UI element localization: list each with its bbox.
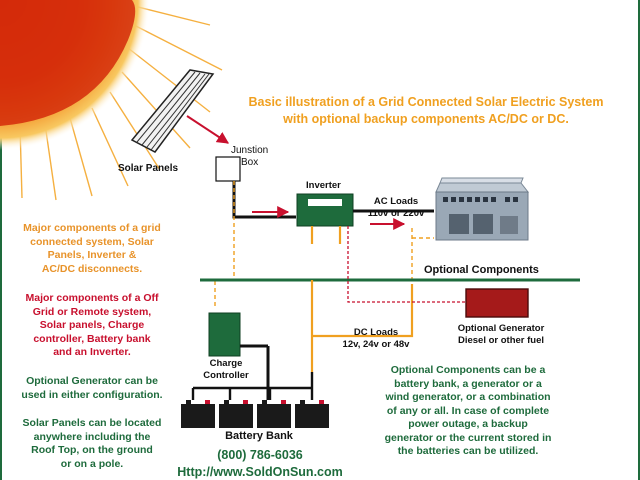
panel-location-note: Solar Panels can be located anywhere inc… <box>12 417 172 471</box>
junction-box-label: Junstion Box <box>231 145 291 169</box>
ac-loads-voltage: 110v or 220v <box>367 208 425 219</box>
note-line: used in either configuration. <box>21 388 163 401</box>
optional-wiring-dashed <box>214 181 434 308</box>
solar-panels-label: Solar Panels <box>118 163 179 174</box>
dc-load-wiring <box>310 226 414 372</box>
generator-icon <box>465 288 529 318</box>
ac-loads-label: AC Loads 110v or 220v <box>358 196 434 220</box>
note-line: Optional Generator can be <box>26 375 158 387</box>
note-line: Grid or Remote system, <box>32 305 152 318</box>
note-line: Solar panels, Charge <box>39 319 145 331</box>
note-line: or on a pole. <box>60 457 124 470</box>
junction-box <box>215 156 241 182</box>
title-line-1: Basic illustration of a Grid Connected S… <box>248 95 604 109</box>
description-line: battery bank, a generator or a <box>394 377 542 390</box>
description-line: power outage, a backup <box>408 418 528 430</box>
generator-dashed-line <box>347 226 466 303</box>
junction-box-label-line-2: Box <box>241 157 259 168</box>
inverter-label: Inverter <box>306 180 341 191</box>
description-line: Optional Components can be a <box>390 364 546 376</box>
battery-icon <box>219 400 253 428</box>
grid-connected-note: Major components of a grid connected sys… <box>12 222 172 276</box>
note-line: controller, Battery bank <box>33 332 151 345</box>
battery-bank-label: Battery Bank <box>225 430 293 442</box>
solar-panel-icon <box>130 69 215 153</box>
note-line: Roof Top, on the ground <box>31 444 153 456</box>
house-icon <box>435 177 530 241</box>
description-line: of any or all. In case of complete <box>386 404 550 417</box>
battery-icon <box>181 400 215 428</box>
note-line: connected system, Solar <box>30 235 154 248</box>
battery-icon <box>295 400 329 428</box>
battery-wiring <box>191 372 314 400</box>
panel-to-junction-arrow <box>186 115 230 144</box>
note-line: Major components of a Off <box>25 292 159 304</box>
junction-box-label-line-1: Junstion <box>231 145 269 156</box>
dc-loads-label: DC Loads 12v, 24v or 48v <box>336 327 416 351</box>
dc-loads-voltage: 12v, 24v or 48v <box>342 339 410 350</box>
title-line-2: with optional backup components AC/DC or… <box>283 112 569 126</box>
ac-loads-title: AC Loads <box>373 196 419 207</box>
inverter-icon <box>296 193 354 227</box>
page-title: Basic illustration of a Grid Connected S… <box>216 94 636 128</box>
note-line: Major components of a grid <box>23 222 161 234</box>
note-line: AC/DC disconnects. <box>41 262 143 275</box>
contact-block: (800) 786-6036 Http://www.SoldOnSun.com <box>162 447 358 480</box>
note-line: Panels, Inverter & <box>47 249 137 261</box>
optional-generator-label: Optional Generator Diesel or other fuel <box>440 323 562 347</box>
off-grid-note: Major components of a Off Grid or Remote… <box>12 292 172 360</box>
contact-phone: (800) 786-6036 <box>217 448 303 462</box>
optional-generator-title: Optional Generator <box>457 323 545 334</box>
optional-components-label: Optional Components <box>424 264 539 276</box>
battery-icon <box>257 400 291 428</box>
charge-controller-icon <box>208 312 241 357</box>
dc-loads-title: DC Loads <box>353 327 399 338</box>
sun-icon <box>0 0 223 201</box>
charge-controller-label: Charge Controller <box>196 358 256 382</box>
optional-components-description: Optional Components can be a battery ban… <box>372 364 564 459</box>
generator-note: Optional Generator can be used in either… <box>12 375 172 402</box>
contact-url[interactable]: Http://www.SoldOnSun.com <box>177 465 343 479</box>
note-line: and an Inverter. <box>53 346 131 358</box>
optional-generator-subtitle: Diesel or other fuel <box>457 335 545 346</box>
description-line: the batteries can be utilized. <box>397 445 539 457</box>
note-line: Solar Panels can be located <box>22 417 162 429</box>
description-line: generator or the current stored in <box>384 431 552 444</box>
charge-controller-line-2: Controller <box>203 370 249 381</box>
charge-controller-line-1: Charge <box>209 358 243 369</box>
note-line: anywhere including the <box>33 430 151 443</box>
description-line: wind generator, or a combination <box>385 391 551 403</box>
